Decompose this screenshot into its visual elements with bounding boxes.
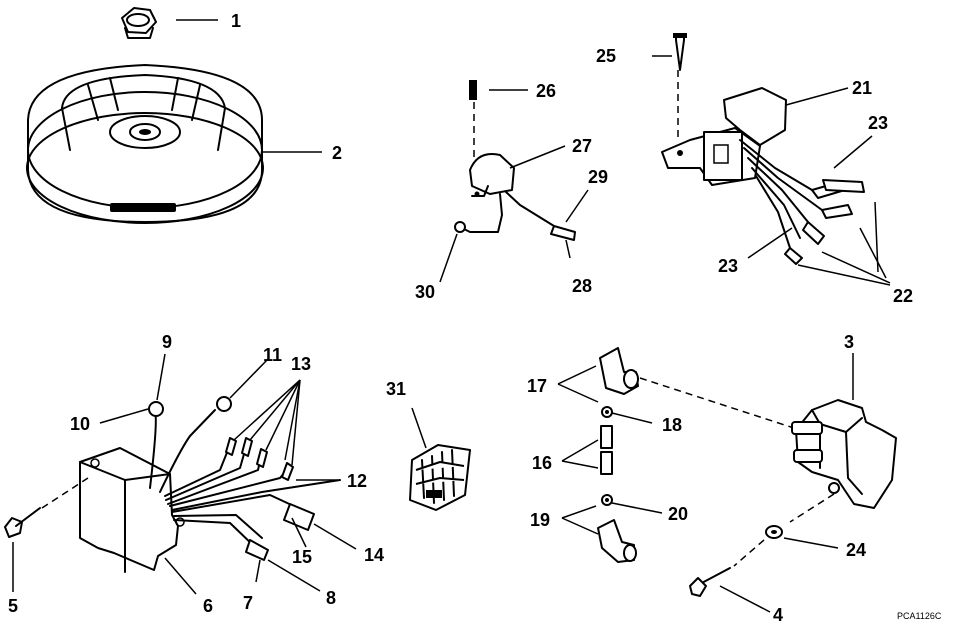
power-pack	[79, 396, 341, 573]
rectifier	[409, 444, 471, 511]
callout-3: 3	[844, 332, 854, 352]
callout-8: 8	[326, 588, 336, 608]
callout-4: 4	[773, 605, 783, 621]
callout-25: 25	[596, 46, 616, 66]
callout-13: 13	[291, 354, 311, 374]
callout-30: 30	[415, 282, 435, 302]
charge-coil-assembly	[661, 33, 865, 265]
callout-2: 2	[332, 143, 342, 163]
callout-15: 15	[292, 547, 312, 567]
ignition-coil	[689, 399, 897, 597]
callout-29: 29	[588, 167, 608, 187]
callout-18: 18	[662, 415, 682, 435]
callout-16: 16	[532, 453, 552, 473]
callout-14: 14	[364, 545, 384, 565]
callout-9: 9	[162, 332, 172, 352]
callout-6: 6	[203, 596, 213, 616]
mounting-screw	[4, 477, 89, 538]
callout-23-upper: 23	[868, 113, 888, 133]
callout-27: 27	[572, 136, 592, 156]
callout-22: 22	[893, 286, 913, 306]
flywheel-nut	[121, 7, 157, 39]
callout-21: 21	[852, 78, 872, 98]
callout-26: 26	[536, 81, 556, 101]
callout-5: 5	[8, 596, 18, 616]
callout-7: 7	[243, 593, 253, 613]
callout-12: 12	[347, 471, 367, 491]
callout-23-lower: 23	[718, 256, 738, 276]
callout-labels: 1 2 3 4 5 6 7 8 9 10 11 12 13 14 15 16 1…	[8, 11, 913, 621]
callout-31: 31	[386, 379, 406, 399]
callout-20: 20	[668, 504, 688, 524]
flywheel	[26, 64, 264, 224]
callout-19: 19	[530, 510, 550, 530]
callout-10: 10	[70, 414, 90, 434]
callout-11: 11	[263, 345, 282, 365]
callout-24: 24	[846, 540, 866, 560]
callout-28: 28	[572, 276, 592, 296]
diagram-code: PCA1126C	[897, 611, 942, 621]
spark-plug-boots	[597, 347, 801, 563]
callout-17: 17	[527, 376, 547, 396]
callout-1: 1	[231, 11, 241, 31]
timer-sensor-assembly	[454, 80, 576, 241]
